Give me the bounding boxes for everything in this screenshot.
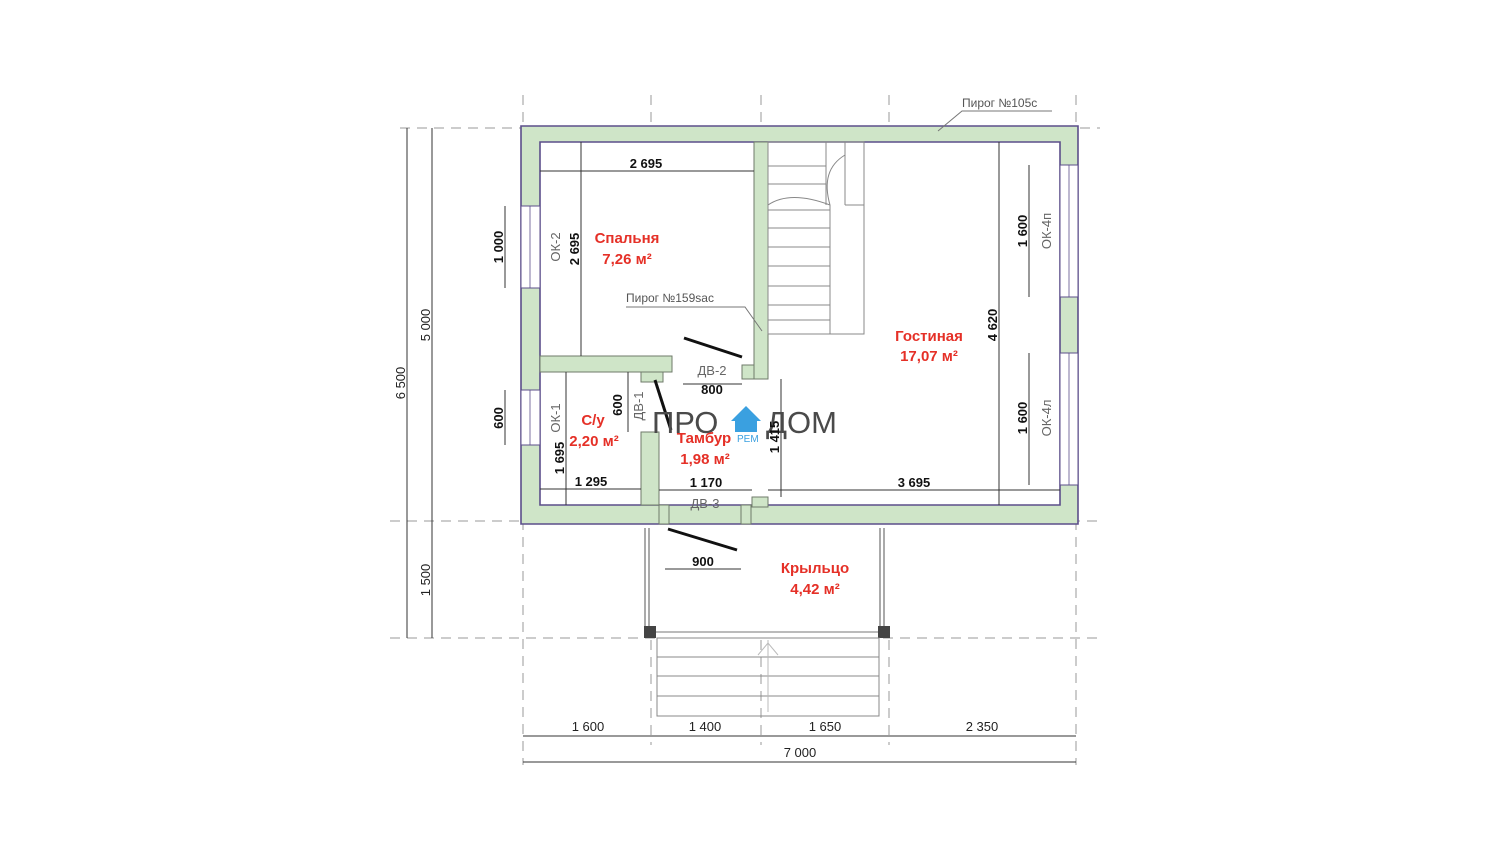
room-labels: Спальня 7,26 м² Гостиная 17,07 м² С/у 2,…: [569, 230, 963, 598]
inner-walls: [539, 141, 769, 525]
opening-labels: ОК-2 ОК-1 ОК-4п ОК-4л ДВ-1 ДВ-2 ДВ-3: [548, 213, 1054, 511]
room-vestibule-name: Тамбур: [677, 430, 731, 447]
wall-spec-inner: Пирог №159sac: [626, 291, 714, 305]
staircase: [767, 141, 865, 335]
dim-bottom-seg-3: 1 650: [809, 719, 842, 734]
room-porch-name: Крыльцо: [781, 560, 849, 577]
label-door-dv3: ДВ-3: [690, 496, 719, 511]
label-window-ok4l: ОК-4л: [1039, 400, 1054, 437]
wall-bath-right: [640, 431, 660, 506]
door-dv1-leaf: [653, 379, 673, 431]
room-bathroom-area: 2,20 м²: [569, 433, 618, 450]
window-ok2: [520, 205, 541, 289]
porch-steps: [656, 637, 880, 717]
dimension-lines: [406, 128, 1076, 763]
dim-porch-door: 900: [692, 554, 714, 569]
dim-window-ok4p: 1 600: [1015, 215, 1030, 248]
wall-bedroom-bottom: [539, 355, 673, 373]
logo-text-right: ДОМ: [766, 405, 837, 440]
dim-total-depth: 6 500: [393, 367, 408, 400]
wall-stub-dv2: [741, 364, 755, 380]
dim-bathroom-width: 1 295: [575, 474, 608, 489]
wall-spec-outer: Пирог №105с: [962, 96, 1037, 110]
dim-bathroom-height: 1 695: [552, 442, 567, 475]
logo-text-left: ПРО: [652, 405, 718, 440]
room-living-area: 17,07 м²: [900, 348, 958, 365]
door-swings: [653, 336, 743, 552]
dim-door-dv2: 800: [701, 382, 723, 397]
label-window-ok2: ОК-2: [548, 232, 563, 261]
dim-vestibule-width: 1 170: [690, 475, 723, 490]
dim-living-height: 4 620: [985, 309, 1000, 342]
dim-living-width: 3 695: [898, 475, 931, 490]
porch-post-right: [878, 626, 890, 638]
door-dv2-leaf: [683, 336, 743, 359]
label-window-ok4p: ОК-4п: [1039, 213, 1054, 249]
wall-stub-dv1: [640, 371, 664, 383]
wall-stair-bedroom: [753, 141, 769, 380]
wall-stub-corner: [751, 496, 769, 508]
dim-house-depth: 5 000: [418, 309, 433, 342]
dim-bottom-seg-4: 2 350: [966, 719, 999, 734]
label-door-dv2: ДВ-2: [697, 363, 726, 378]
logo-text-small: РЕМ: [737, 434, 759, 445]
label-window-ok1: ОК-1: [548, 403, 563, 432]
dim-bedroom-height: 2 695: [567, 233, 582, 266]
porch-post-left: [644, 626, 656, 638]
dim-door-dv1: 600: [610, 394, 625, 416]
dim-bottom-seg-2: 1 400: [689, 719, 722, 734]
room-living-name: Гостиная: [895, 328, 963, 345]
wall-spec-leaders: [626, 110, 1052, 332]
window-ok1: [520, 389, 541, 446]
wall-stub-dv3-left: [658, 504, 670, 525]
dim-bottom-total: 7 000: [784, 745, 817, 760]
dimension-texts: 2 695 2 695 1 000 600 1 695 1 295 600 80…: [393, 156, 1030, 760]
dim-bottom-seg-1: 1 600: [572, 719, 605, 734]
room-bedroom-area: 7,26 м²: [602, 251, 651, 268]
house-icon: [731, 406, 761, 432]
dim-window-ok4l: 1 600: [1015, 402, 1030, 435]
label-door-dv1: ДВ-1: [631, 391, 646, 420]
door-dv3-leaf: [667, 527, 738, 552]
room-bathroom-name: С/у: [581, 412, 605, 429]
room-porch-area: 4,42 м²: [790, 581, 839, 598]
room-bedroom-name: Спальня: [595, 230, 660, 247]
dim-window-ok2: 1 000: [491, 231, 506, 264]
room-vestibule-area: 1,98 м²: [680, 451, 729, 468]
dim-vestibule-height: 1 415: [767, 421, 782, 454]
dim-porch-depth: 1 500: [418, 564, 433, 597]
logo: ПРО ДОМ РЕМ: [652, 405, 837, 445]
dim-window-ok1: 600: [491, 407, 506, 429]
porch: [644, 528, 890, 638]
wall-stub-dv3-right: [740, 504, 752, 525]
dim-bedroom-width: 2 695: [630, 156, 663, 171]
